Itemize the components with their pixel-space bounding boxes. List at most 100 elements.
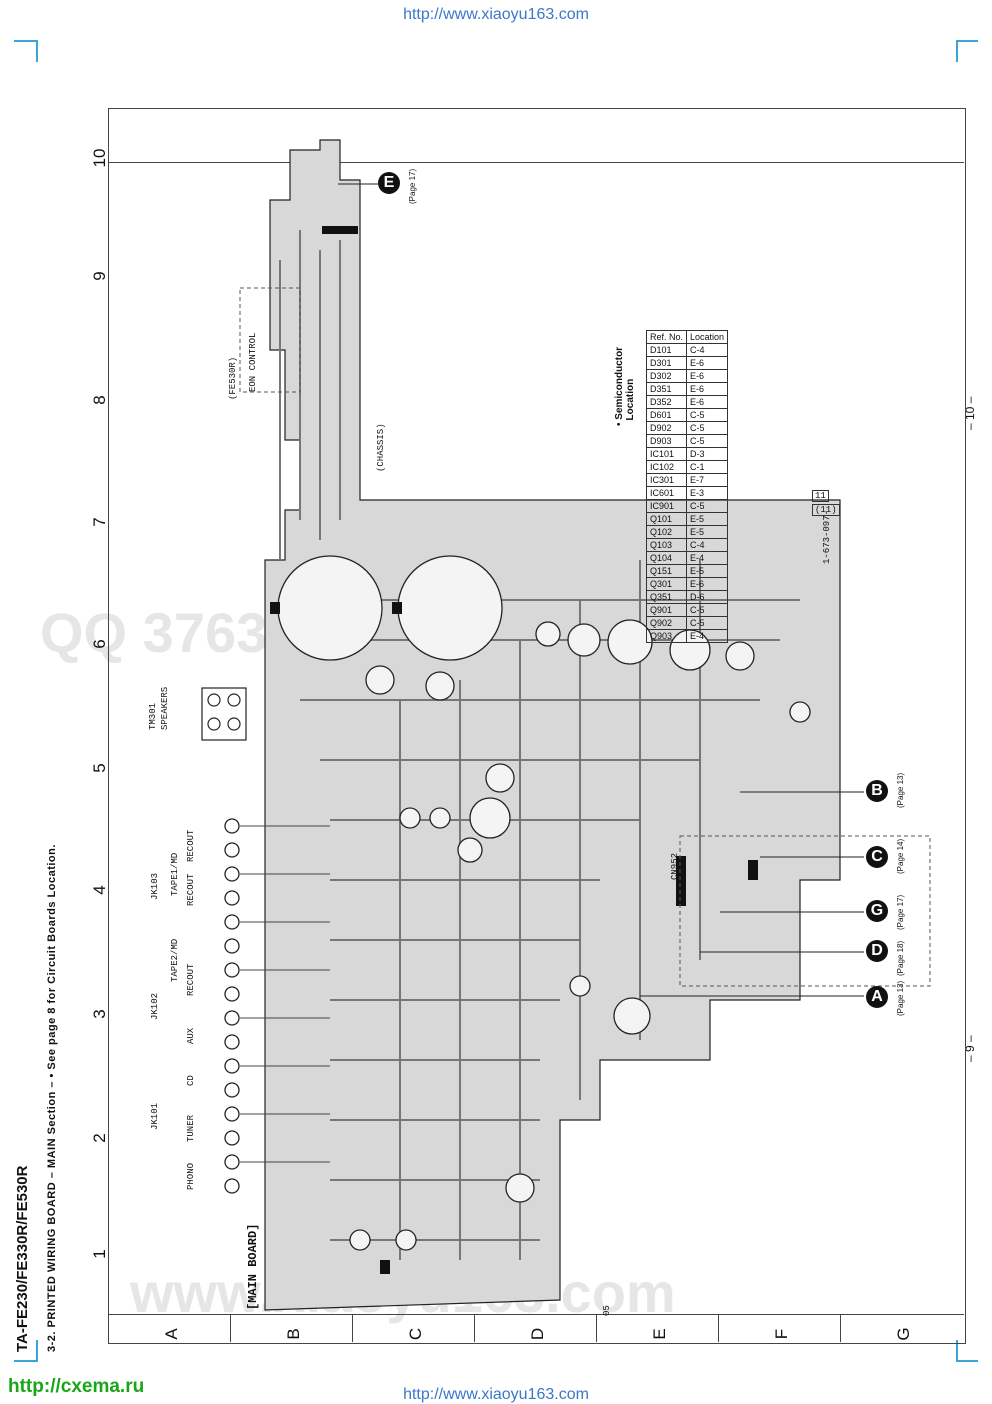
crop-mark: [956, 1340, 958, 1362]
board-label: [MAIN BOARD]: [246, 1223, 260, 1310]
connector-c-page: (Page 14): [896, 838, 905, 874]
semiconductor-loc: C-5: [686, 616, 729, 630]
semiconductor-ref: D903: [645, 434, 688, 448]
board-note: 11: [812, 490, 829, 502]
board-note: (FE530R): [228, 356, 238, 400]
semiconductor-ref: D601: [645, 408, 688, 422]
semiconductor-ref: D902: [645, 421, 688, 435]
semiconductor-loc: E-5: [686, 525, 729, 539]
semiconductor-heading: • Semiconductor Location: [614, 346, 636, 426]
connector-d: D: [866, 940, 888, 962]
terminal-label: TM301: [148, 702, 158, 730]
semiconductor-ref: D301: [645, 356, 688, 370]
semiconductor-ref: Q351: [645, 590, 688, 604]
semiconductor-ref: D352: [645, 395, 688, 409]
semiconductor-ref: IC101: [645, 447, 688, 461]
row-divider: [596, 1314, 597, 1342]
connector-b: B: [866, 780, 888, 802]
semiconductor-loc: E-4: [686, 629, 729, 643]
top-url[interactable]: http://www.xiaoyu163.com: [403, 6, 589, 23]
semiconductor-ref: Q103: [645, 538, 688, 552]
semiconductor-loc: C-5: [686, 408, 729, 422]
board-note: 1-673-097-: [822, 509, 832, 564]
semiconductor-loc: C-5: [686, 603, 729, 617]
semiconductor-ref: Q301: [645, 577, 688, 591]
semiconductor-loc: E-6: [686, 382, 729, 396]
semiconductor-loc: C-5: [686, 421, 729, 435]
semiconductor-ref: IC901: [645, 499, 688, 513]
crop-mark: [956, 40, 958, 62]
connector-e-page: (Page 17): [408, 168, 417, 204]
semiconductor-loc: E-3: [686, 486, 729, 500]
semiconductor-ref: IC301: [645, 473, 688, 487]
semiconductor-loc: D-6: [686, 590, 729, 604]
semiconductor-loc: E-6: [686, 369, 729, 383]
row-strip-line: [108, 1314, 964, 1315]
jack-label: RECOUT: [186, 963, 196, 996]
semiconductor-header: Ref. No.: [645, 330, 688, 344]
row-divider: [840, 1314, 841, 1342]
connector-a-page: (Page 13): [896, 980, 905, 1016]
semiconductor-ref: Q102: [645, 525, 688, 539]
row-divider: [230, 1314, 231, 1342]
jack-label: TAPE2/MD: [170, 938, 180, 982]
semiconductor-loc: E-6: [686, 356, 729, 370]
semiconductor-loc: C-5: [686, 499, 729, 513]
crop-mark: [36, 40, 38, 62]
semiconductor-ref: Q104: [645, 551, 688, 565]
board-note: EON CONTROL: [248, 332, 258, 392]
semiconductor-loc: C-4: [686, 538, 729, 552]
grid-frame: [108, 108, 966, 1344]
board-note: (11): [812, 504, 840, 516]
semiconductor-loc: E-6: [686, 577, 729, 591]
speakers-label: SPEAKERS: [160, 686, 170, 730]
crop-mark: [956, 40, 978, 42]
site-link[interactable]: http://cxema.ru: [8, 1376, 145, 1397]
connector-e: E: [378, 172, 400, 194]
connector-g: G: [866, 900, 888, 922]
semiconductor-loc: C-4: [686, 343, 729, 357]
semiconductor-ref: Q903: [645, 629, 688, 643]
jack-label: RECOUT: [186, 829, 196, 862]
crop-mark: [14, 40, 36, 42]
semiconductor-ref: Q101: [645, 512, 688, 526]
jack-label: TAPE1/MD: [170, 852, 180, 896]
semiconductor-loc: E-6: [686, 395, 729, 409]
bottom-url[interactable]: http://www.xiaoyu163.com: [403, 1386, 589, 1403]
row-divider: [718, 1314, 719, 1342]
crop-mark: [14, 1360, 36, 1362]
semiconductor-loc: D-3: [686, 447, 729, 461]
connector-g-page: (Page 17): [896, 894, 905, 930]
connector-b-page: (Page 13): [896, 772, 905, 808]
column-strip: [108, 108, 964, 163]
semiconductor-ref: D351: [645, 382, 688, 396]
board-note: CN952: [670, 852, 680, 880]
semiconductor-header: Location: [686, 330, 729, 344]
jack-label: PHONO: [186, 1162, 196, 1190]
semiconductor-loc: E-5: [686, 564, 729, 578]
board-note: (CHASSIS): [376, 423, 386, 472]
connector-d-page: (Page 18): [896, 940, 905, 976]
jack-label: AUX: [186, 1027, 196, 1044]
semiconductor-ref: Q902: [645, 616, 688, 630]
connector-c: C: [866, 846, 888, 868]
